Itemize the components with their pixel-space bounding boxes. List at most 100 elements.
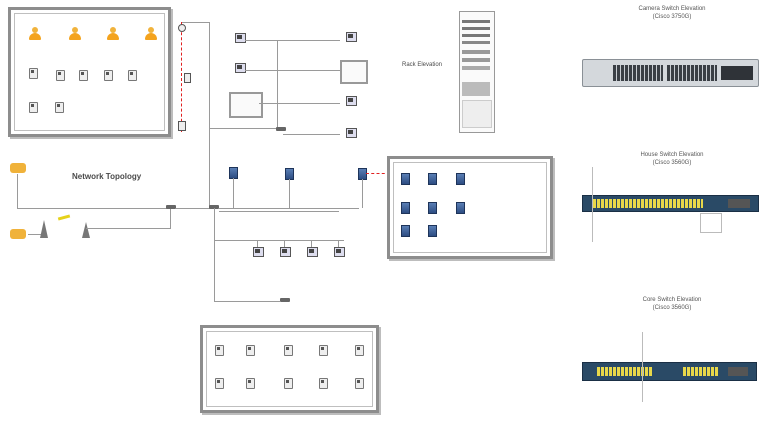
link-line — [245, 40, 277, 41]
distribution-switch-icon — [209, 205, 219, 209]
port-block — [683, 367, 719, 376]
camera-device-icon — [235, 33, 246, 43]
link-line — [362, 179, 363, 208]
camera-switch-chassis — [582, 59, 759, 87]
phone-icon — [104, 70, 113, 81]
core-switch-model: (Cisco 3560G) — [652, 304, 692, 311]
workstation-icon — [253, 247, 264, 257]
link-line — [233, 178, 234, 208]
link-line — [209, 128, 279, 129]
alert-link-line — [181, 22, 182, 132]
core-switch-title: Core Switch Elevation (Cisco 3560G) — [622, 297, 722, 312]
camera-icon — [284, 378, 293, 389]
link-line — [219, 211, 339, 212]
link-line — [257, 240, 258, 247]
camera-icon — [319, 345, 328, 356]
port-block — [613, 65, 663, 81]
link-line — [277, 70, 340, 71]
camera-device-icon — [235, 63, 246, 73]
user-icon — [106, 27, 120, 40]
link-line — [219, 208, 359, 209]
link-line — [214, 301, 280, 302]
camera-icon — [246, 378, 255, 389]
device-icon — [29, 102, 38, 113]
server-icon — [401, 225, 410, 237]
wireless-link-icon — [57, 214, 71, 221]
device-icon — [55, 102, 64, 113]
link-line — [277, 40, 340, 41]
port-block — [728, 367, 748, 376]
camera-device-icon — [346, 96, 357, 106]
workstation-icon — [280, 247, 291, 257]
workstation-icon — [334, 247, 345, 257]
house-switch-chassis — [582, 195, 759, 212]
link-line — [17, 174, 18, 209]
rack-unit — [462, 41, 490, 44]
link-line — [277, 103, 340, 104]
alert-link-line — [366, 173, 390, 174]
access-switch-icon — [280, 298, 290, 302]
camera-switch-title-text: Camera Switch Elevation — [638, 6, 706, 12]
link-line — [338, 240, 339, 247]
link-line — [283, 134, 340, 135]
user-icon — [68, 27, 82, 40]
link-line — [245, 70, 277, 71]
server-icon — [401, 202, 410, 214]
nvr-box — [229, 92, 263, 118]
house-switch-title-text: House Switch Elevation — [640, 152, 704, 158]
camera-switch-title: Camera Switch Elevation (Cisco 3750G) — [622, 6, 722, 21]
camera-icon — [215, 345, 224, 356]
camera-node — [178, 24, 186, 32]
van-icon — [10, 229, 26, 239]
link-line — [289, 179, 290, 208]
workstation-group-box — [8, 7, 171, 137]
van-icon — [10, 163, 26, 173]
core-switch-icon — [276, 127, 286, 131]
server-icon — [401, 173, 410, 185]
camera-node — [178, 121, 186, 131]
server-icon — [428, 202, 437, 214]
user-icon — [144, 27, 158, 40]
link-line — [176, 208, 212, 209]
port-block — [721, 66, 753, 80]
phone-icon — [79, 70, 88, 81]
radio-tower-icon — [40, 220, 48, 238]
workstation-icon — [307, 247, 318, 257]
camera-icon — [319, 378, 328, 389]
radio-tower-icon — [82, 222, 90, 238]
port-block — [667, 65, 717, 81]
link-line — [17, 208, 167, 209]
link-line — [209, 22, 210, 208]
rack-unit — [462, 58, 490, 62]
phone-icon — [29, 68, 38, 79]
house-switch-title: House Switch Elevation (Cisco 3560G) — [622, 152, 722, 167]
port-block — [593, 199, 703, 208]
camera-icon — [246, 345, 255, 356]
port-block — [597, 367, 653, 376]
link-line — [86, 228, 170, 229]
server-icon — [428, 173, 437, 185]
link-line — [214, 208, 215, 302]
port-block — [728, 199, 750, 208]
user-icon — [28, 27, 42, 40]
core-switch-title-text: Core Switch Elevation — [642, 297, 702, 303]
house-switch-model: (Cisco 3560G) — [652, 159, 692, 166]
link-line — [182, 22, 210, 23]
rack-unit — [462, 27, 490, 30]
rack-unit — [462, 82, 490, 96]
rack-unit — [462, 34, 490, 37]
rack-unit — [462, 50, 490, 54]
phone-icon — [56, 70, 65, 81]
callout-labels — [700, 213, 722, 233]
link-line — [284, 240, 285, 247]
server-icon — [456, 202, 465, 214]
camera-device-icon — [346, 128, 357, 138]
link-line — [311, 240, 312, 247]
link-line — [259, 103, 277, 104]
link-line — [28, 234, 44, 235]
camera-icon — [284, 345, 293, 356]
rack-unit — [462, 100, 492, 128]
link-line — [170, 208, 171, 229]
server-icon — [456, 173, 465, 185]
server-room-box — [387, 156, 553, 259]
